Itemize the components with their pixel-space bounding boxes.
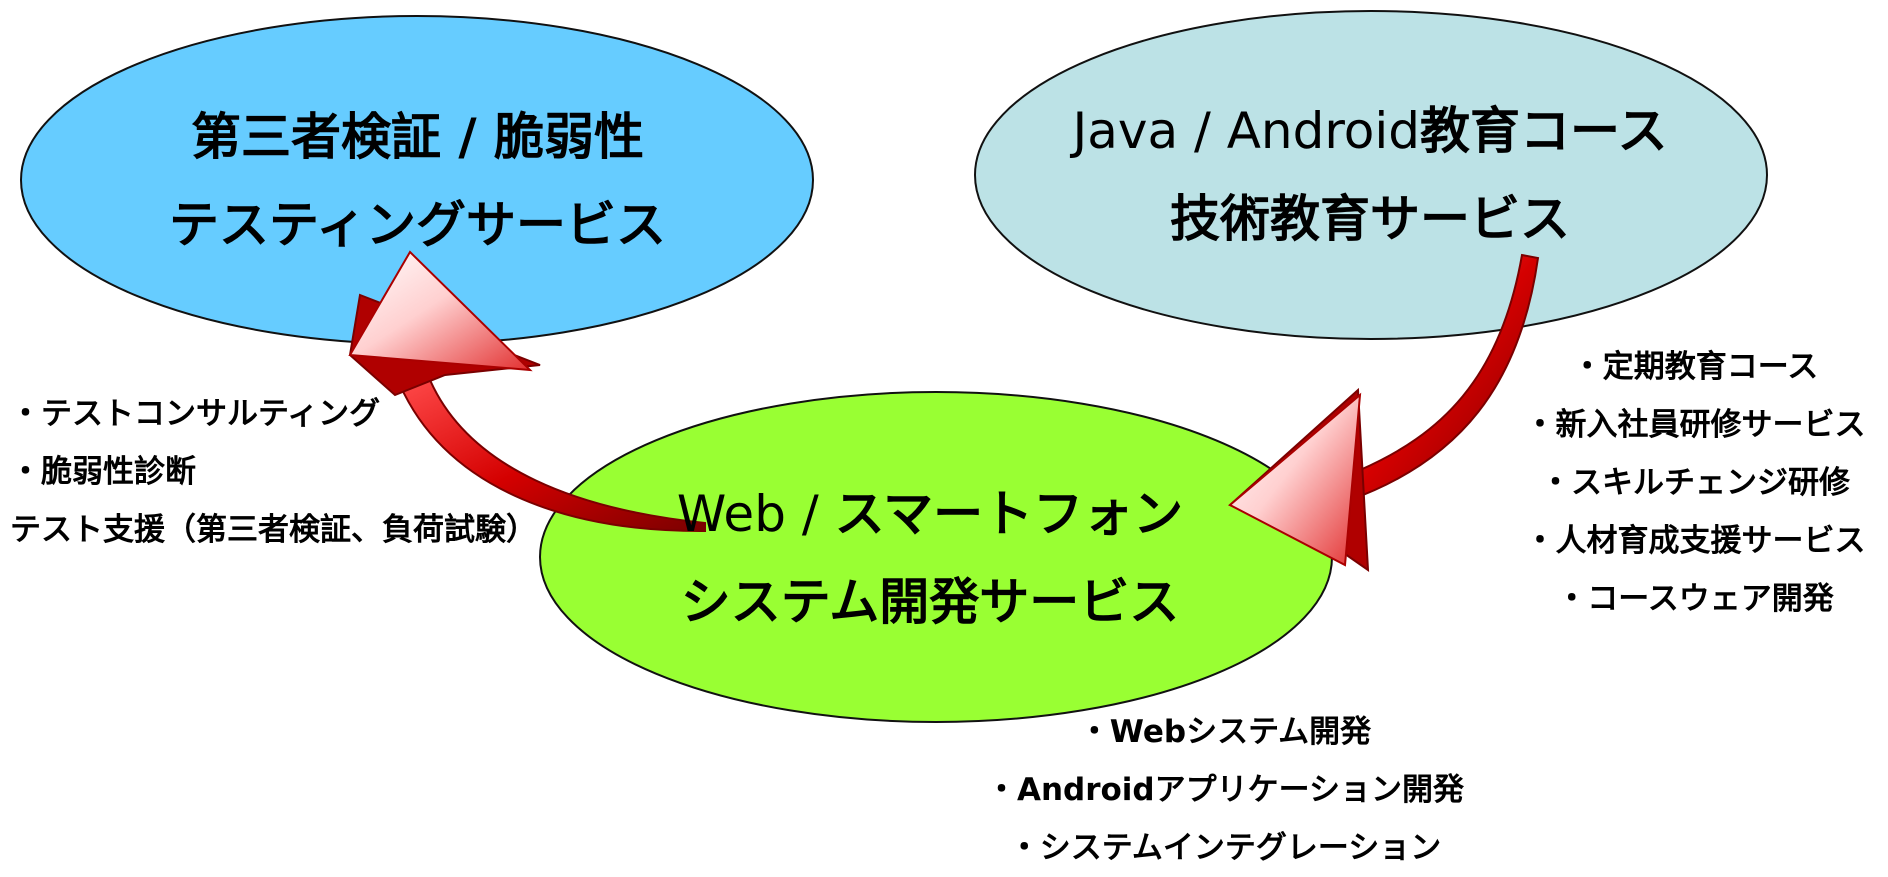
education-title-suffix: 教育コース — [1420, 102, 1668, 160]
education-title-line2: 技術教育サービス — [1170, 190, 1570, 248]
testing-title-line2: テスティングサービス — [169, 196, 666, 254]
list-item: ・システムインテグレーション — [1008, 830, 1442, 866]
development-title-line1: Web / スマートフォン — [620, 470, 1240, 558]
education-title-prefix: Java / Android — [1072, 102, 1421, 160]
list-item: ・人材育成支援サービス — [1524, 523, 1866, 559]
list-item: ・テストコンサルティング — [10, 396, 381, 432]
development-title: Web / スマートフォン システム開発サービス — [620, 470, 1240, 646]
list-item: ・Androidアプリケーション開発 — [985, 772, 1465, 808]
education-title: Java / Android教育コース 技術教育サービス — [1040, 87, 1700, 263]
development-title-prefix: Web / — [676, 485, 835, 543]
arrow-to-development — [1228, 253, 1540, 572]
education-services-list: ・定期教育コース ・新入社員研修サービス ・スキルチェンジ研修 ・人材育成支援サ… — [1510, 338, 1880, 628]
development-services-list: ・Webシステム開発 ・Androidアプリケーション開発 ・システムインテグレ… — [985, 703, 1465, 877]
list-item: テスト支援（第三者検証、負荷試験） — [10, 512, 537, 548]
list-item: ・脆弱性診断 — [10, 454, 196, 490]
testing-services-list: ・テストコンサルティング ・脆弱性診断 テスト支援（第三者検証、負荷試験） — [10, 385, 537, 559]
development-title-suffix: スマートフォン — [834, 485, 1184, 543]
list-item: ・スキルチェンジ研修 — [1540, 465, 1850, 501]
education-title-line1: Java / Android教育コース — [1040, 87, 1700, 175]
list-item: ・定期教育コース — [1571, 349, 1819, 385]
testing-title: 第三者検証 / 脆弱性 テスティングサービス — [95, 93, 740, 269]
arrow-to-testing — [348, 250, 706, 533]
list-item: ・新入社員研修サービス — [1524, 407, 1866, 443]
list-item: ・コースウェア開発 — [1556, 581, 1834, 617]
testing-title-line1: 第三者検証 / 脆弱性 — [190, 108, 645, 166]
list-item: ・Webシステム開発 — [1078, 714, 1372, 750]
education-ellipse — [974, 10, 1768, 340]
development-title-line2: システム開発サービス — [680, 573, 1180, 631]
